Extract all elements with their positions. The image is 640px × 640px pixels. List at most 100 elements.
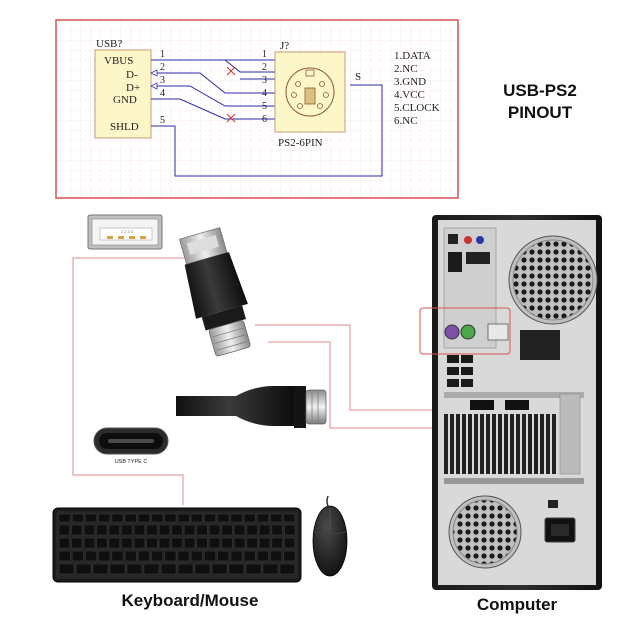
ps2-pin-number-3: 3 xyxy=(262,75,267,86)
keyboard-key xyxy=(196,524,208,536)
keyboard-key xyxy=(284,537,296,549)
keyboard-key xyxy=(98,513,111,523)
keyboard-key xyxy=(121,524,133,536)
keyboard-key xyxy=(151,550,164,562)
usb-a-port-image: 1 2 3 4 xyxy=(87,214,163,250)
keyboard-key xyxy=(171,537,183,549)
keyboard-key xyxy=(164,550,177,562)
pinout-title-line1: USB-PS2 xyxy=(503,81,577,100)
usb-type-c-label: USB TYPE C xyxy=(115,459,148,465)
keyboard-key xyxy=(58,563,75,575)
pinout-item: 1.DATA xyxy=(394,50,431,62)
keyboard-key xyxy=(243,550,256,562)
keyboard-key xyxy=(160,563,177,575)
ps2-connector-symbol xyxy=(285,67,335,117)
keyboard-key xyxy=(133,537,145,549)
keyboard-key xyxy=(177,563,194,575)
keyboard-key xyxy=(209,537,221,549)
usb-a-pin-numbers: 1 2 3 4 xyxy=(121,229,134,234)
keyboard-key xyxy=(158,524,170,536)
ps2-pin-number-5: 5 xyxy=(262,101,267,112)
keyboard-key xyxy=(204,550,216,562)
keyboard-key xyxy=(243,513,256,523)
keyboard-key xyxy=(58,524,70,536)
usb-pin-dplus: D+ xyxy=(126,82,140,94)
pinout-item: 5.CLOCK xyxy=(394,102,440,114)
keyboard-key xyxy=(230,513,243,523)
keyboard-key xyxy=(83,537,95,549)
keyboard-key xyxy=(58,537,70,549)
keyboard-key xyxy=(111,550,124,562)
usb-pin-vbus: VBUS xyxy=(104,55,133,67)
keyboard-key xyxy=(184,524,196,536)
keyboard-key xyxy=(71,513,84,523)
keyboard-key xyxy=(217,550,230,562)
ps2-pin-number-4: 4 xyxy=(262,88,267,99)
keyboard-key xyxy=(262,563,279,575)
keyboard-key xyxy=(259,537,271,549)
schematic-panel: USB? VBUS D- D+ GND SHLD 1 2 3 4 5 xyxy=(55,19,459,199)
keyboard-key xyxy=(259,524,271,536)
keyboard-key xyxy=(138,513,150,523)
keyboard-key xyxy=(245,563,262,575)
ps2-pin-number-1: 1 xyxy=(262,49,267,60)
ps2-pin-number-6: 6 xyxy=(262,114,267,125)
keyboard-key xyxy=(146,537,158,549)
keyboard-key xyxy=(85,513,97,523)
keyboard-key xyxy=(71,524,83,536)
keyboard-key xyxy=(58,550,71,562)
keyboard-key xyxy=(211,563,228,575)
keyboard-mouse-label: Keyboard/Mouse xyxy=(122,591,259,610)
usb-pin-number-1: 1 xyxy=(160,49,165,60)
pinout-title-line2: PINOUT xyxy=(508,103,573,122)
pinout-item: 2.NC xyxy=(394,63,418,75)
keyboard-key xyxy=(124,513,137,523)
keyboard-key xyxy=(194,563,211,575)
keyboard-key xyxy=(184,537,196,549)
keyboard-key xyxy=(75,563,92,575)
computer-label: Computer xyxy=(477,595,558,614)
keyboard-key xyxy=(143,563,160,575)
keyboard-key xyxy=(190,550,203,562)
keyboard-key xyxy=(177,550,190,562)
keyboard-key xyxy=(234,524,246,536)
keyboard-key xyxy=(196,537,208,549)
usb-pin-number-5: 5 xyxy=(160,115,165,126)
keyboard-key xyxy=(221,524,233,536)
pinout-list: 1.DATA 2.NC 3.GND 4.VCC 5.CLOCK 6.NC xyxy=(394,50,440,127)
keyboard-key xyxy=(111,513,124,523)
keyboard-key xyxy=(270,513,283,523)
keyboard-key xyxy=(133,524,145,536)
computer-tower-image xyxy=(419,215,602,590)
keyboard-key xyxy=(124,550,137,562)
keyboard-key xyxy=(270,550,283,562)
usb-pin-number-2: 2 xyxy=(160,62,165,73)
usb-ref-label: USB? xyxy=(96,38,122,50)
usb-pin-number-3: 3 xyxy=(160,75,165,86)
mouse-image xyxy=(312,495,348,577)
usbc-to-ps2-adapter-image xyxy=(176,386,327,428)
keyboard-key xyxy=(257,550,269,562)
usb-to-ps2-adapter-image xyxy=(178,227,251,357)
nc-markers xyxy=(226,66,236,123)
ps2-shield-label: S xyxy=(355,71,361,83)
usb-component-box xyxy=(94,49,152,139)
keyboard-key xyxy=(177,513,190,523)
usb-pin-number-4: 4 xyxy=(160,88,165,99)
keyboard-key xyxy=(234,537,246,549)
keyboard-key xyxy=(209,524,221,536)
keyboard-key xyxy=(85,550,97,562)
keyboard-key xyxy=(217,513,230,523)
usb-type-c-port-image xyxy=(93,427,169,455)
usb-pin-shld: SHLD xyxy=(110,121,139,133)
keyboard-key xyxy=(58,513,71,523)
keyboard-key xyxy=(126,563,143,575)
keyboard-key xyxy=(158,537,170,549)
keyboard-key xyxy=(138,550,150,562)
keyboard-key xyxy=(98,550,111,562)
ps2-ref-label: J? xyxy=(280,40,289,52)
keyboard-key xyxy=(121,537,133,549)
keyboard-key xyxy=(96,537,108,549)
callout-lines xyxy=(72,257,460,505)
